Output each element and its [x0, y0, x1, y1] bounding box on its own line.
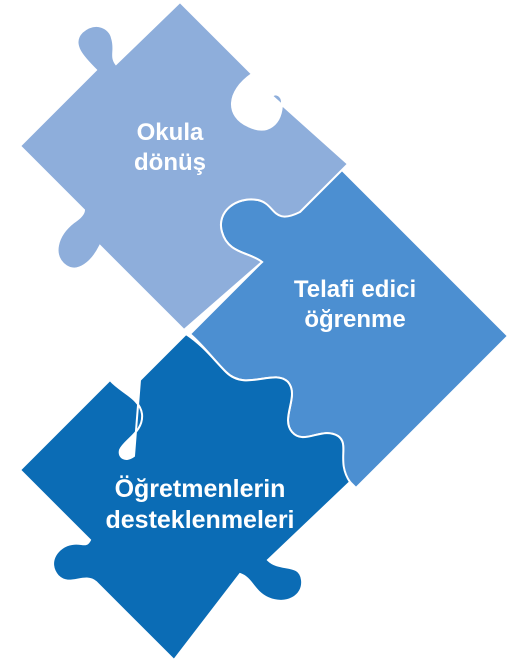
puzzle-piece-ogretmenler: [18, 332, 352, 662]
piece-label-okula-line1: Okula: [136, 119, 204, 146]
piece-label-telafi-line2: öğrenme: [304, 306, 406, 333]
piece-label-telafi-line1: Telafi edici: [293, 276, 417, 303]
piece-label-telafi: Telafi edici öğrenme: [255, 275, 455, 335]
piece-label-ogretmenler: Öğretmenlerin desteklenmeleri: [55, 474, 345, 537]
piece-label-okula: Okula dönüş: [100, 118, 240, 178]
puzzle-piece-okula: [18, 0, 350, 332]
piece-label-okula-line2: dönüş: [134, 149, 206, 176]
piece-label-ogretmenler-line2: desteklenmeleri: [105, 506, 295, 535]
piece-label-ogretmenler-line1: Öğretmenlerin: [114, 475, 286, 503]
